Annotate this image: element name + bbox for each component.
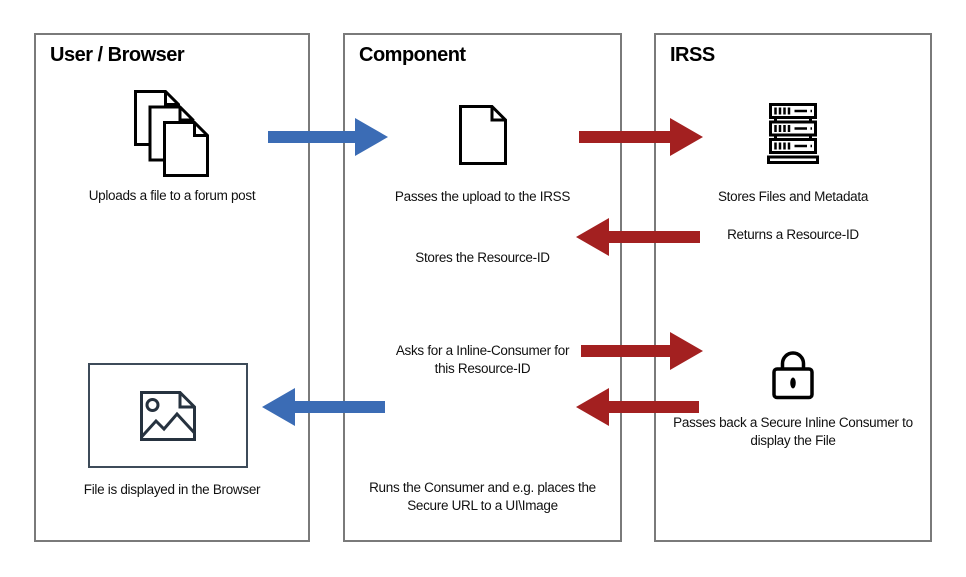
ask-consumer-flow-arrow: [581, 332, 703, 370]
caption-returns-resource-id: Returns a Resource-ID: [727, 227, 859, 242]
caption-passes-upload: Passes the upload to the IRSS: [394, 189, 571, 204]
column-user-browser: User / Browser Uploads a file to a forum…: [34, 33, 310, 542]
column-irss: IRSS: [654, 33, 932, 542]
caption-runs-consumer: Runs the Consumer and e.g. places the Se…: [369, 480, 596, 513]
pass-upload-flow-arrow: [579, 118, 703, 156]
lock-icon: [772, 351, 814, 400]
return-resource-id-flow-arrow: [576, 218, 700, 256]
caption-stores-resource-id: Stores the Resource-ID: [415, 250, 550, 265]
display-file-flow-arrow: [262, 388, 385, 426]
column-component: Component Passes the upload to the IRSS …: [343, 33, 622, 542]
caption-passes-back-consumer: Passes back a Secure Inline Consumer to …: [673, 415, 913, 448]
files-stack-icon: [134, 90, 209, 177]
caption-file-displayed: File is displayed in the Browser: [83, 482, 261, 497]
server-stack-icon: [767, 103, 819, 164]
pass-back-consumer-flow-arrow: [576, 388, 699, 426]
browser-display-frame: [88, 363, 248, 468]
document-icon: [458, 105, 507, 165]
caption-uploads-file: Uploads a file to a forum post: [88, 188, 256, 203]
caption-stores-files-metadata: Stores Files and Metadata: [717, 189, 869, 204]
caption-asks-inline-consumer: Asks for a Inline-Consumer for this Reso…: [395, 343, 570, 376]
column-title-component: Component: [359, 44, 466, 66]
column-title-irss: IRSS: [670, 44, 715, 66]
upload-flow-arrow: [268, 118, 388, 156]
column-title-user-browser: User / Browser: [50, 44, 185, 66]
image-placeholder-icon: [140, 390, 196, 441]
